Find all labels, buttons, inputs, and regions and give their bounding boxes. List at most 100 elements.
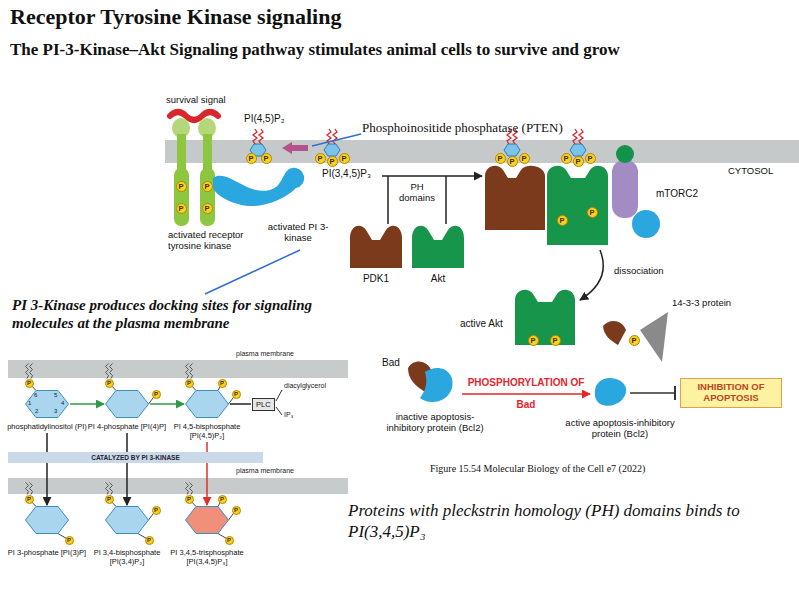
- flow-arrow: [150, 403, 184, 405]
- phosphate-mark: P: [176, 181, 187, 192]
- node-text: PI 3-phosphate [PI(3)P]: [5, 548, 89, 557]
- phosphate-mark: P: [232, 390, 241, 399]
- phosphate-mark: P: [145, 536, 154, 545]
- figure-label: Phosphoinositide phosphatase (PTEN): [362, 121, 563, 136]
- ring-number: 6: [34, 392, 37, 399]
- mtorc2-protein: [612, 160, 638, 218]
- figure-label: PHOSPHORYLATION OF Bad: [462, 372, 590, 416]
- akt-protein: [412, 226, 464, 268]
- node-text: PI 3,4,5-trisphosphate [PI(3,4,5)P₃]: [165, 548, 249, 566]
- active-akt: [515, 290, 575, 345]
- figure-label: plasma membrane: [236, 467, 294, 475]
- lipid-tail: [186, 364, 189, 379]
- product-line: [276, 390, 282, 401]
- hexagon-outline: [105, 506, 149, 534]
- subtitle: The PI-3-Kinase–Akt Signaling pathway st…: [10, 40, 620, 60]
- phosphate-mark: P: [528, 335, 539, 346]
- lipid-tail: [186, 483, 189, 495]
- ring-number: 4: [61, 400, 64, 407]
- phosphate-mark: P: [185, 495, 194, 504]
- phosphate-mark: P: [176, 203, 187, 214]
- lipid-hexagon: PI 3-phosphate [PI(3)P]: [5, 506, 89, 557]
- phosphorylation-arrow: [462, 393, 590, 395]
- phosphate-mark: P: [218, 495, 227, 504]
- ring-number: 1: [28, 400, 31, 407]
- inositol-ring: [106, 391, 149, 418]
- pdk1-protein: [485, 166, 545, 230]
- protein-14-3-3: [640, 312, 668, 362]
- lipid-hexagon: phosphatidylinositol (PI)654321: [7, 390, 87, 431]
- phosphate-mark: P: [585, 153, 596, 164]
- node-text: PI 4,5-bisphosphate [PI(4,5)P₂]: [167, 422, 247, 440]
- lipid-tail: [30, 364, 33, 379]
- page-title: Receptor Tyrosine Kinase signaling: [10, 4, 341, 29]
- figure-label: 14-3-3 protein: [672, 298, 731, 309]
- figure-label: dissociation: [614, 266, 664, 277]
- ring-number: 5: [54, 392, 57, 399]
- phosphate-mark: P: [218, 379, 227, 388]
- receptor-kinase: [174, 168, 189, 226]
- figure-label: Akt: [408, 273, 468, 285]
- phosphate-mark: P: [327, 156, 338, 167]
- pten-arrow: [282, 142, 308, 154]
- node-text: PI 3,4-bisphosphate [PI(3,4)P₂]: [85, 548, 169, 566]
- flow-arrow: [126, 433, 128, 505]
- phosphate-mark: P: [25, 495, 34, 504]
- inositol-ring: [186, 507, 229, 534]
- lipid-hexagon: PI 4-phosphate [PI(4)P]: [87, 390, 167, 431]
- lipid-tail: [110, 364, 113, 379]
- inositol-ring: [106, 507, 149, 534]
- phosphate-mark: P: [185, 379, 194, 388]
- figure-label: plasma membrane: [236, 350, 294, 358]
- dissociation-arrow: [580, 250, 603, 300]
- inhibition-line: [630, 392, 675, 394]
- figure-label: Bad: [382, 357, 400, 369]
- receptor-segment: [203, 134, 212, 172]
- figure-caption: Figure 15.54 Molecular Biology of the Ce…: [430, 463, 645, 475]
- recruit-line: [445, 176, 447, 224]
- figure-label: PI(4,5)P₂: [244, 113, 285, 125]
- phosphate-mark: P: [152, 506, 161, 515]
- hexagon-outline: [25, 506, 69, 534]
- phosphate-mark: P: [246, 153, 257, 164]
- phosphate-mark: P: [339, 153, 350, 164]
- figure-label: IP₃: [284, 411, 293, 419]
- figure-label: inactive apoptosis-inhibitory protein (B…: [380, 412, 490, 434]
- ring-number: 3: [54, 408, 57, 415]
- lipid-tail: [190, 483, 193, 495]
- phosphate-mark: P: [573, 156, 584, 167]
- product-line: [276, 407, 282, 415]
- akt-protein: [547, 166, 608, 245]
- leader-line: [205, 250, 300, 294]
- node-text: PI 4-phosphate [PI(4)P]: [87, 422, 167, 431]
- phosphate-mark: P: [561, 153, 572, 164]
- figure-label: activated receptor tyrosine kinase: [168, 230, 260, 252]
- phosphate-mark: P: [202, 181, 213, 192]
- lipid-hexagon: PI 3,4-bisphosphate [PI(3,4)P₂]: [85, 506, 169, 566]
- inositol-ring: [186, 391, 229, 418]
- recruit-arrow: [382, 175, 482, 177]
- lipid-tail: [106, 483, 109, 495]
- bcl2-protein: [420, 368, 453, 402]
- pdk1-protein: [350, 226, 402, 268]
- mtorc2-subunit: [616, 145, 634, 163]
- phosphate-mark: P: [65, 536, 74, 545]
- flow-arrow: [70, 403, 104, 405]
- note-text: Proteins with pleckstrin homology (PH) d…: [348, 500, 778, 543]
- inset-heading: PI 3-Kinase produces docking sites for s…: [12, 296, 357, 332]
- figure-label: active Akt: [460, 318, 503, 330]
- figure-label: PH domains: [393, 182, 441, 204]
- bad-protein: [603, 321, 626, 345]
- hexagon-outline: [105, 390, 149, 418]
- process-band: CATALYZED BY PI 3-KINASE: [8, 452, 263, 463]
- flow-arrow: [230, 403, 251, 405]
- lipid-tail: [26, 364, 29, 379]
- enzyme-box: PLC: [252, 398, 275, 411]
- outcome-box: INHIBITION OF APOPTOSIS: [680, 378, 782, 408]
- ring-number: 2: [35, 408, 38, 415]
- phosphate-mark: P: [315, 153, 326, 164]
- figure-label: PDK1: [346, 273, 406, 285]
- figure-label: diacylglycerol: [284, 382, 326, 390]
